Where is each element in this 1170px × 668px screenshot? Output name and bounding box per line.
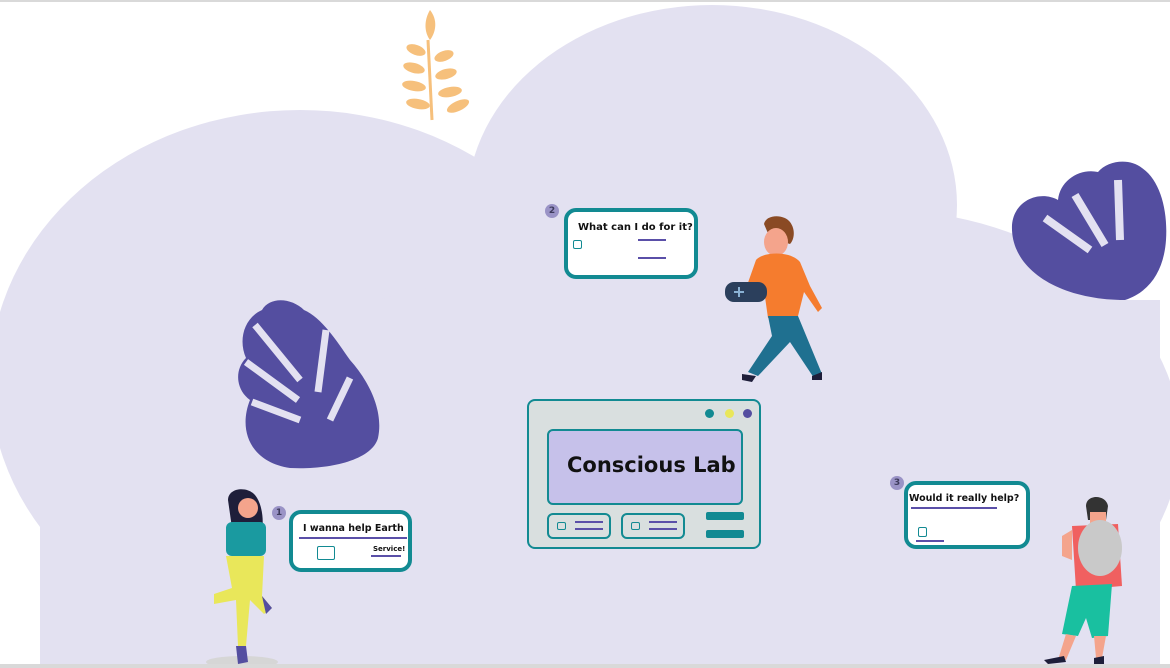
- step-3-badge: 3: [890, 476, 904, 490]
- text-line: [371, 555, 401, 557]
- text-line: [649, 528, 677, 530]
- woman-character: [206, 489, 278, 668]
- fern-plant-icon: [402, 10, 470, 121]
- window-dot-icon: [705, 409, 714, 418]
- app-title-box: Conscious Lab: [547, 429, 743, 505]
- app-title: Conscious Lab: [567, 453, 736, 477]
- step-2-card: What can I do for it?: [564, 208, 698, 279]
- image-icon: [317, 546, 335, 560]
- step-1-badge: 1: [272, 506, 286, 520]
- mini-card: [621, 513, 685, 539]
- step-2-text: What can I do for it?: [578, 222, 693, 233]
- mini-card: [547, 513, 611, 539]
- step-1-note: Service!: [373, 545, 406, 553]
- step-2-badge: 2: [545, 204, 559, 218]
- text-line: [638, 257, 666, 259]
- text-line: [575, 528, 603, 530]
- text-line: [649, 521, 677, 523]
- step-1-text: I wanna help Earth: [303, 523, 404, 534]
- app-window: Conscious Lab: [527, 399, 761, 549]
- window-dot-icon: [743, 409, 752, 418]
- top-border: [0, 0, 1170, 2]
- backpacker-character: [1044, 497, 1122, 664]
- image-icon: [573, 240, 582, 249]
- text-line: [911, 507, 997, 509]
- step-3-text: Would it really help?: [909, 493, 1020, 504]
- step-3-card: Would it really help?: [904, 481, 1030, 549]
- text-line: [916, 540, 944, 542]
- app-button: [706, 512, 744, 520]
- image-icon: [631, 522, 640, 530]
- background-blob: [0, 5, 1170, 668]
- app-button: [706, 530, 744, 538]
- text-line: [299, 537, 407, 539]
- window-dot-icon: [725, 409, 734, 418]
- text-line: [638, 239, 666, 241]
- monstera-leaf-icon: [1011, 161, 1167, 300]
- image-icon: [557, 522, 566, 530]
- step-1-card: I wanna help Earth Service!: [289, 510, 412, 572]
- monstera-leaf-icon: [238, 300, 380, 469]
- image-icon: [918, 527, 927, 537]
- bottom-border: [0, 664, 1170, 668]
- walking-man-character: [725, 216, 822, 382]
- text-line: [575, 521, 603, 523]
